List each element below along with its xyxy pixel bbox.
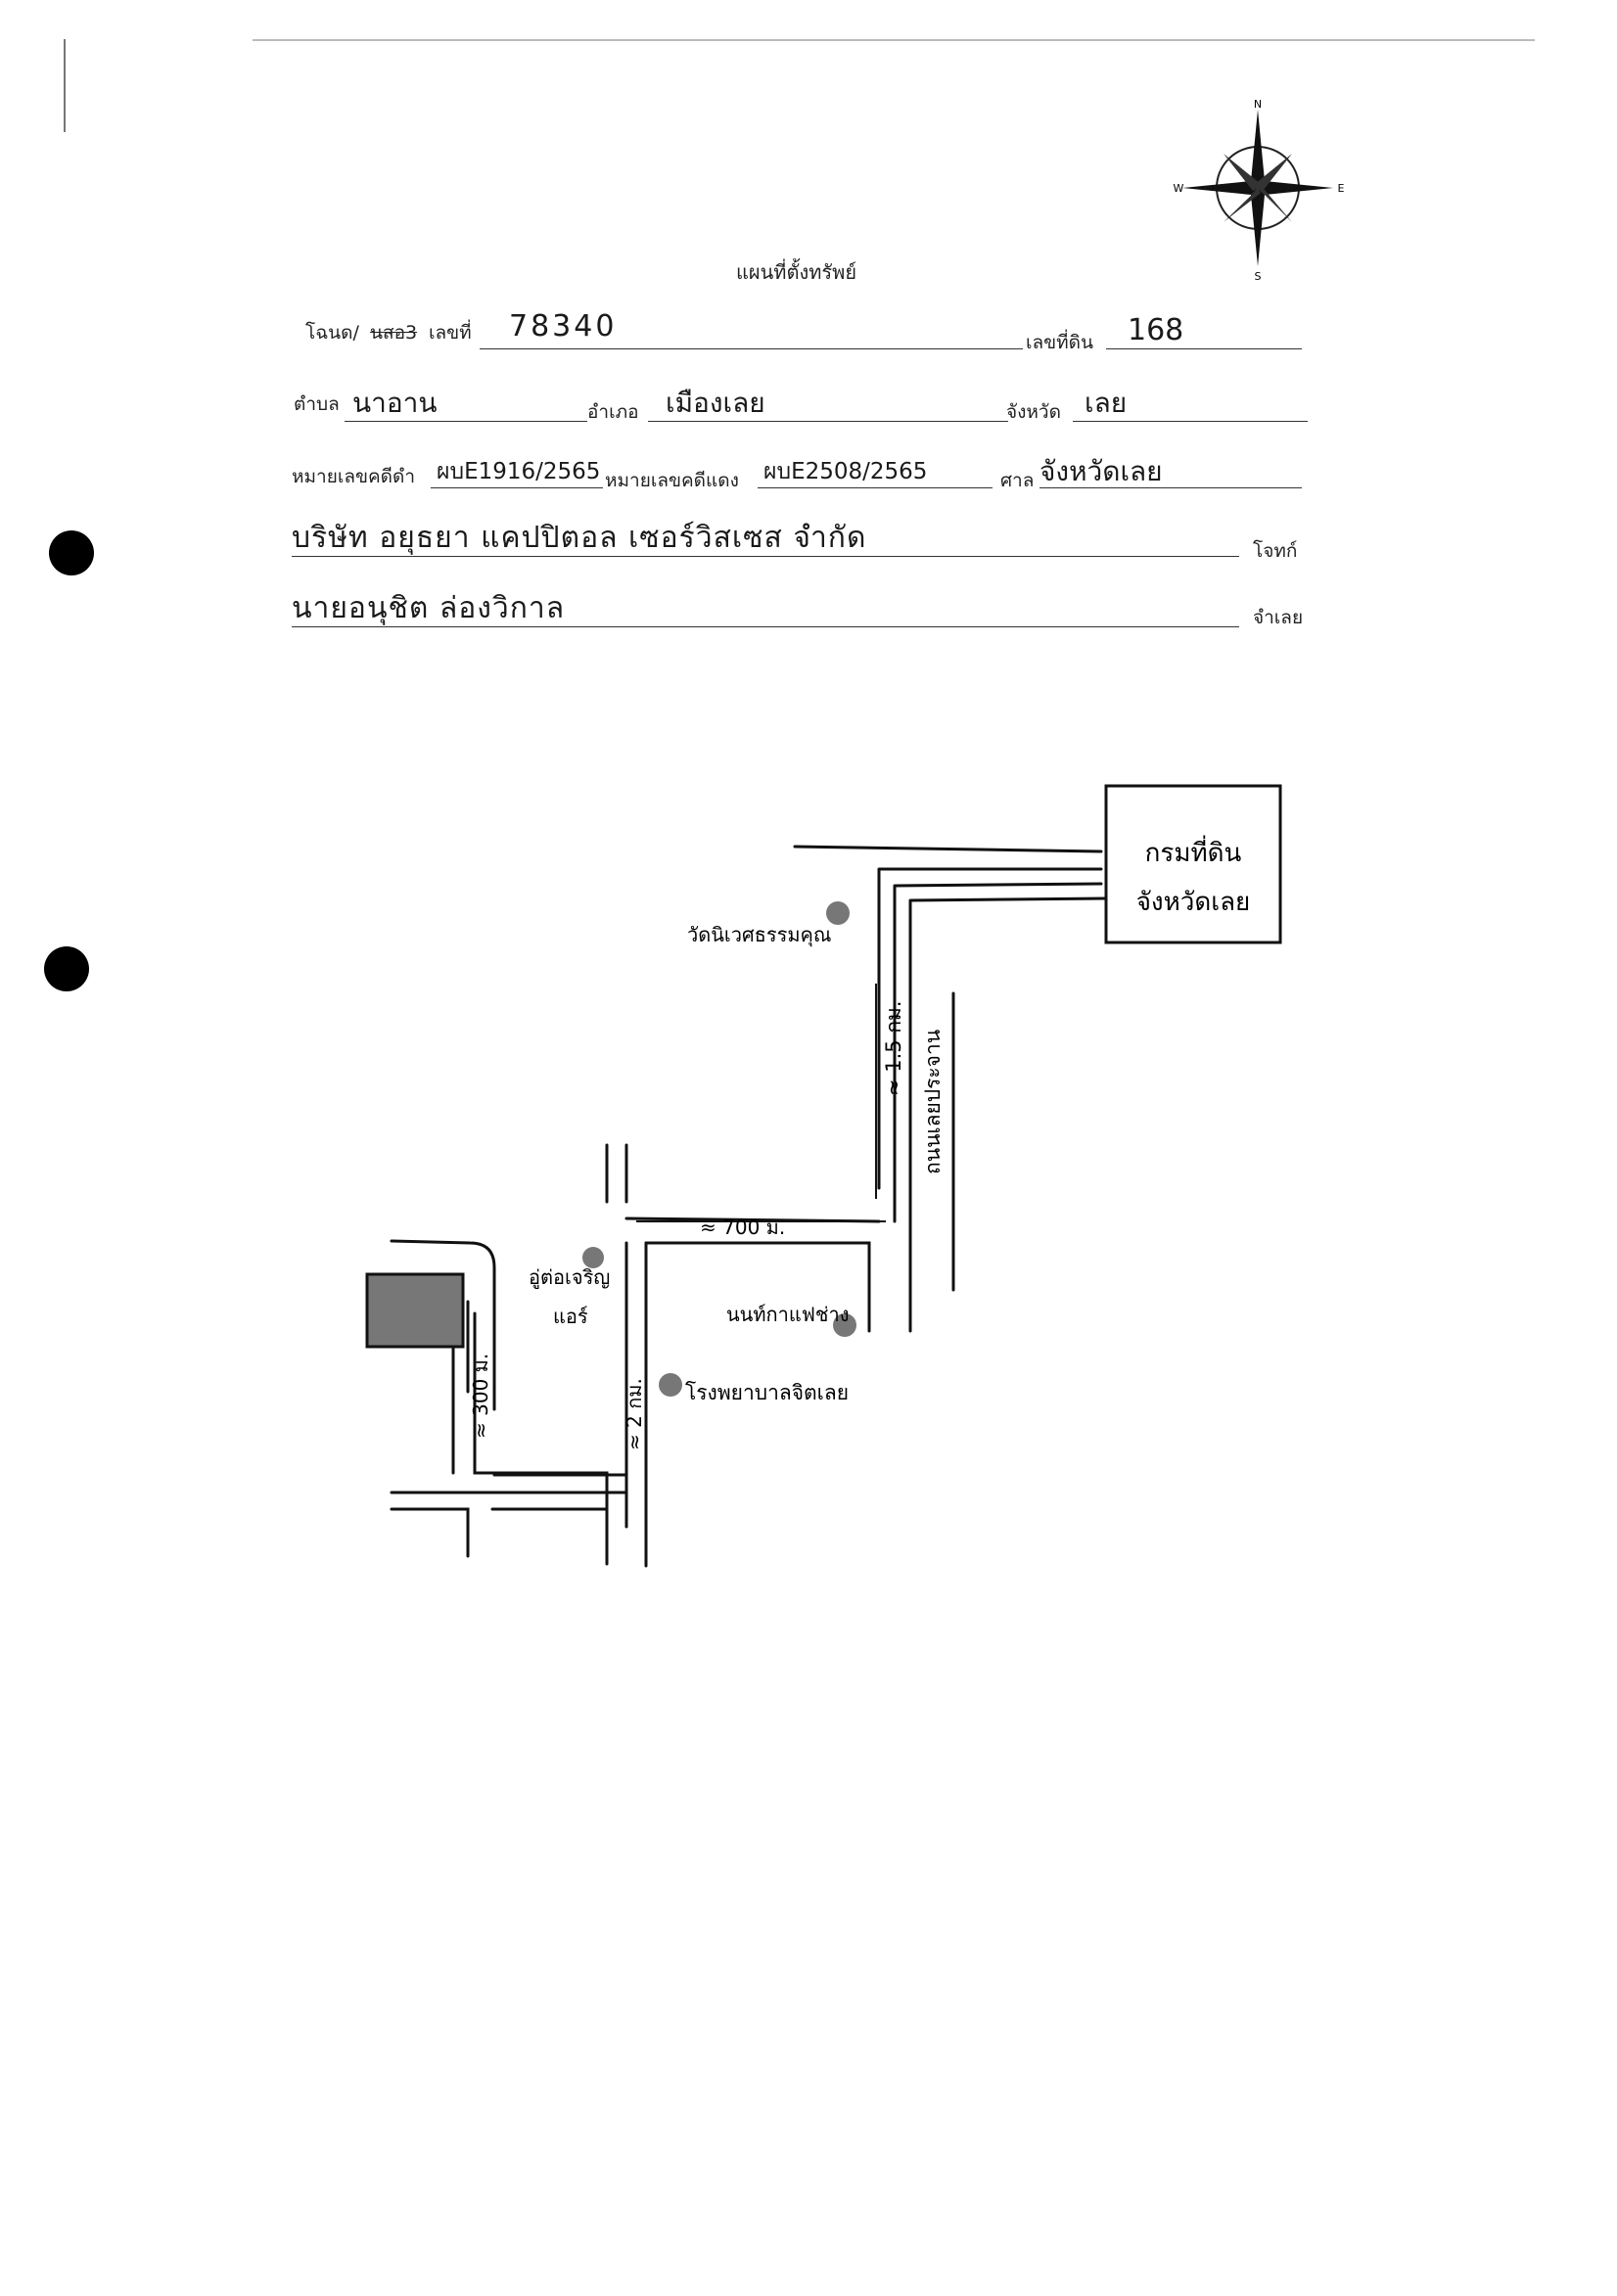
- temple-label: วัดนิเวศธรรมคุณ: [687, 923, 831, 947]
- deed-label-type: โฉนด/: [305, 322, 359, 344]
- red-case-label: หมายเลขคดีแดง: [605, 470, 739, 491]
- black-case-line: [431, 487, 603, 488]
- road-top-outer: [793, 845, 1103, 853]
- defendant-label: จำเลย: [1253, 607, 1304, 628]
- court-value: จังหวัดเลย: [1040, 455, 1163, 487]
- plaintiff-line: [292, 556, 1239, 557]
- compass-n: N: [1254, 98, 1262, 111]
- road-top-upper: [877, 867, 1103, 1190]
- deed-label-land-no: เลขที่ดิน: [1026, 332, 1093, 353]
- page-title: แผนที่ตั้งทรัพย์: [736, 260, 857, 284]
- province-value: เลย: [1085, 387, 1128, 419]
- hospital-label: โรงพยาบาลจิตเลย: [685, 1381, 849, 1404]
- distance-main-label: ≈ 1.5 กม.: [882, 1000, 905, 1096]
- road-bottom-mid1: [490, 1507, 609, 1566]
- shop-label-2: แอร์: [553, 1305, 588, 1328]
- court-label: ศาล: [1000, 470, 1035, 491]
- compass-w: W: [1174, 182, 1184, 195]
- shop-dot: [582, 1247, 604, 1268]
- distance-cross-label: ≈ 700 ม.: [700, 1216, 785, 1239]
- tambon-value: นาอาน: [352, 387, 438, 419]
- deed-label-no: เลขที่: [429, 322, 472, 344]
- plaintiff-name: บริษัท อยุธยา แคปปิตอล เซอร์วิสเซส จำกัด: [292, 521, 867, 555]
- school-dot: [833, 1313, 856, 1337]
- deed-number-line: [480, 348, 1023, 349]
- deed-land-no: 168: [1128, 313, 1184, 347]
- deed-land-no-line: [1106, 348, 1302, 349]
- punch-hole-top: [49, 530, 94, 575]
- deed-label-type-struck: นสอ3: [370, 322, 418, 344]
- hospital-dot: [659, 1373, 682, 1397]
- road-name-label: ถนนเลยประจาน: [921, 1030, 945, 1174]
- compass-e: E: [1338, 182, 1345, 195]
- property-parcel: [365, 1272, 465, 1349]
- plaintiff-label: โจทก์: [1253, 540, 1298, 562]
- deed-number: 78340: [509, 309, 618, 344]
- road-top-inner: [893, 882, 1103, 1223]
- lane-top: [390, 1239, 496, 1411]
- distance-side-label: ≈ 2 กม.: [623, 1378, 646, 1450]
- defendant-name: นายอนุชิต ล่องวิกาล: [292, 591, 566, 625]
- land-office-line1: กรมที่ดิน: [1145, 835, 1242, 868]
- amphoe-value: เมืองเลย: [666, 387, 765, 419]
- court-line: [1040, 487, 1302, 488]
- defendant-line: [292, 626, 1239, 627]
- amphoe-label: อำเภอ: [587, 401, 639, 423]
- distance-lane-label: ≈ 300 ม.: [469, 1354, 492, 1439]
- amphoe-line: [648, 421, 1008, 422]
- land-office-line2: จังหวัดเลย: [1136, 888, 1251, 917]
- province-label: จังหวัด: [1006, 401, 1061, 423]
- scan-top-line: [253, 39, 1535, 41]
- temple-dot: [826, 901, 850, 925]
- punch-hole-bottom: [44, 946, 89, 991]
- road-cross-lower: [644, 1241, 871, 1333]
- tambon-line: [345, 421, 587, 422]
- province-line: [1073, 421, 1308, 422]
- land-office-box: [1104, 784, 1282, 944]
- road-bottom-west: [390, 1507, 470, 1558]
- lane-west: [473, 1311, 609, 1529]
- red-case-no: ผบE2508/2565: [763, 459, 928, 484]
- shop-label-1: อู่ต่อเจริญ: [529, 1265, 610, 1290]
- black-case-no: ผบE1916/2565: [437, 459, 601, 484]
- red-case-line: [758, 487, 993, 488]
- tambon-label: ตำบล: [294, 393, 340, 415]
- school-label: นนท์กาแฟช่าง: [726, 1303, 850, 1326]
- black-case-label: หมายเลขคดีดำ: [292, 466, 416, 487]
- road-main-east: [908, 896, 1108, 1333]
- scan-edge-line: [64, 39, 66, 132]
- compass-rose-icon: N S W E: [1174, 98, 1345, 283]
- compass-s: S: [1255, 270, 1262, 283]
